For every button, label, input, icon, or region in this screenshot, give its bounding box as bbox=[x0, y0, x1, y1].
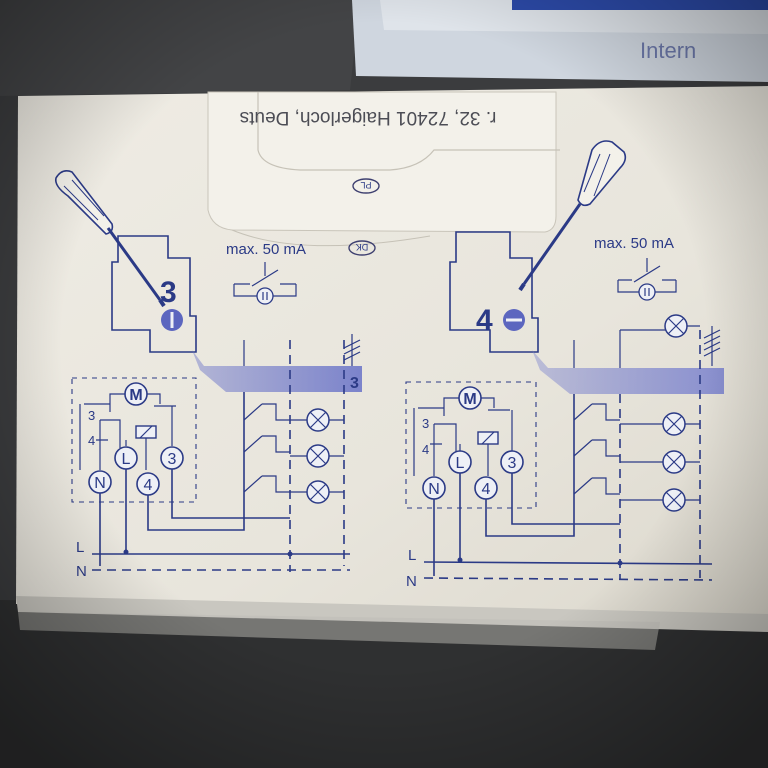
band-number-left: 3 bbox=[350, 375, 359, 392]
wire-label-right-3: 3 bbox=[422, 416, 429, 431]
terminal-left-3: 3 bbox=[168, 451, 177, 468]
rating-right: max. 50 mA bbox=[594, 235, 674, 252]
mains-right-n: N bbox=[406, 573, 417, 590]
mode-number-left: 3 bbox=[160, 276, 177, 309]
terminal-left-l: L bbox=[122, 451, 131, 468]
wire-label-left-4: 4 bbox=[88, 433, 95, 448]
terminal-left-n: N bbox=[94, 475, 106, 492]
rating-left: max. 50 mA bbox=[226, 241, 306, 258]
terminal-right-3: 3 bbox=[508, 455, 517, 472]
wire-label-right-4: 4 bbox=[422, 442, 429, 457]
motor-left: M bbox=[129, 387, 142, 404]
second-box-brand: Intern bbox=[640, 38, 696, 63]
motor-right: M bbox=[463, 391, 476, 408]
mode-number-right: 4 bbox=[476, 304, 493, 337]
mains-left-n: N bbox=[76, 563, 87, 580]
terminal-right-4: 4 bbox=[482, 481, 491, 498]
mains-right-l: L bbox=[408, 547, 416, 564]
wire-label-left-3: 3 bbox=[88, 408, 95, 423]
second-box: Intern bbox=[352, 0, 768, 82]
mains-left-l: L bbox=[76, 539, 84, 556]
flap-mark-dk: DK bbox=[356, 242, 369, 252]
terminal-right-n: N bbox=[428, 481, 440, 498]
address-strip: r. 32, 72401 Haigerloch, Deuts bbox=[240, 107, 497, 128]
terminal-left-4: 4 bbox=[144, 477, 153, 494]
flap-mark-pl: PL bbox=[360, 180, 371, 190]
terminal-right-l: L bbox=[456, 455, 465, 472]
